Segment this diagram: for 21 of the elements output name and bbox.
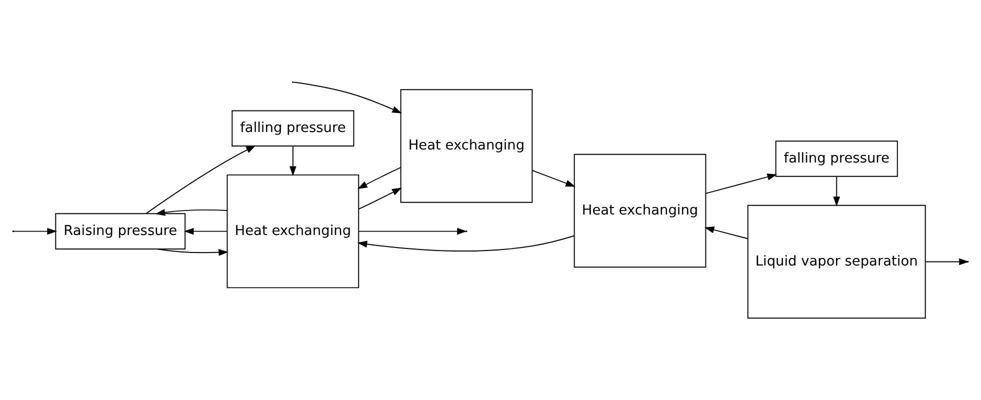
- arrow: [290, 146, 296, 176]
- arrow: [532, 170, 576, 187]
- arrow: [704, 226, 748, 240]
- arrow: [184, 228, 228, 235]
- arrow: [13, 228, 58, 235]
- node-box: Heat exchanging: [400, 89, 533, 203]
- arrow: [357, 167, 402, 190]
- node-box: falling pressure: [232, 110, 354, 146]
- arrow: [156, 248, 228, 256]
- node-box: Liquid vapor separation: [747, 204, 926, 319]
- arrow: [357, 235, 575, 252]
- node-box: falling pressure: [775, 140, 898, 177]
- arrow: [833, 176, 840, 206]
- arrow: [294, 82, 402, 114]
- arrow: [358, 188, 402, 210]
- arrow: [705, 174, 778, 194]
- node-box: Raising pressure: [55, 213, 186, 250]
- arrow: [146, 145, 256, 214]
- arrow: [155, 209, 228, 216]
- node-box: Heat exchanging: [574, 154, 706, 268]
- node-box: Heat exchanging: [226, 174, 360, 288]
